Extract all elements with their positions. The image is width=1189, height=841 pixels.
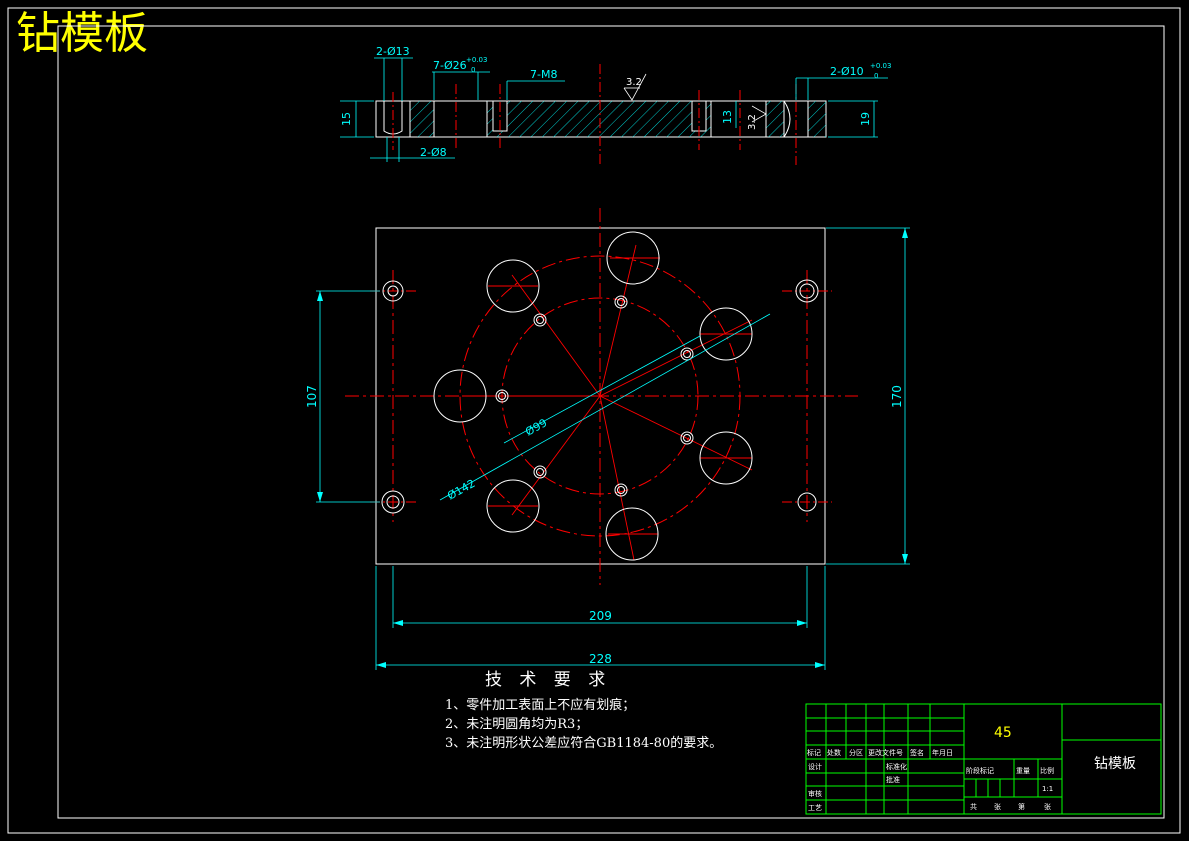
small-hole (680, 347, 694, 361)
dim-19: 19 (859, 112, 872, 126)
tech-heading: 技 术 要 求 (485, 670, 612, 690)
tb-material: 45 (994, 725, 1012, 741)
tech-line-2: 2、未注明圆角均为R3； (445, 717, 589, 732)
large-hole (433, 369, 487, 423)
tb-part-name: 钻模板 (1094, 756, 1136, 772)
tb-label-mark: 标记 (807, 748, 821, 757)
pitch-circle-142 (459, 255, 741, 537)
large-hole (699, 307, 753, 361)
large-hole (699, 431, 753, 485)
dim-13: 13 (721, 110, 734, 124)
roughness-2: 3.2 (747, 114, 758, 130)
corner-hole (381, 490, 405, 514)
small-hole (614, 295, 628, 309)
small-hole (614, 483, 628, 497)
dim-2-10: 2-Ø10 (830, 65, 864, 78)
small-hole (680, 431, 694, 445)
large-hole (606, 231, 660, 285)
section-view (340, 57, 888, 165)
inner-frame (57, 25, 1165, 819)
tb-approve: 批准 (886, 775, 900, 784)
tb-sheet-total: 共 (970, 802, 977, 811)
tech-line-3: 3、未注明形状公差应符合GB1184-80的要求。 (445, 736, 723, 751)
large-hole (486, 479, 540, 533)
tb-weight: 重量 (1016, 767, 1030, 775)
technical-requirements: 技 术 要 求 1、零件加工表面上不应有划痕； 2、未注明圆角均为R3； 3、未… (445, 665, 722, 753)
tb-label-sign: 签名 (910, 748, 924, 757)
dim-209: 209 (589, 609, 612, 623)
tb-stage: 阶段标记 (966, 766, 994, 775)
tb-scale: 比例 (1040, 766, 1054, 775)
dim-15: 15 (340, 112, 353, 126)
tb-design: 设计 (808, 762, 822, 771)
roughness-1: 3.2 (626, 77, 642, 88)
dim-phi142: Ø142 (445, 477, 477, 503)
small-hole (533, 313, 547, 327)
tb-label-doc: 更改文件号 (868, 748, 903, 757)
small-hole (495, 389, 509, 403)
tb-sheet-word2: 张 (1044, 802, 1051, 811)
dim-7-26: 7-Ø26 (433, 59, 467, 72)
dim-170: 170 (890, 385, 904, 408)
dim-2-10-tol-low: 0 (874, 72, 878, 80)
corner-hole (382, 280, 404, 302)
tb-process: 工艺 (808, 804, 822, 812)
dim-phi99: Ø99 (523, 416, 549, 438)
dim-2-10-tol: +0.03 (870, 62, 891, 70)
dim-228: 228 (589, 652, 612, 666)
tb-standard: 标准化 (886, 762, 907, 771)
tb-scale-value: 1:1 (1042, 785, 1053, 793)
plan-view (316, 208, 910, 670)
dim-7-26-tol: +0.03 (466, 56, 487, 64)
large-hole (486, 259, 540, 313)
corner-hole (797, 492, 817, 512)
dim-7-m8: 7-M8 (530, 68, 557, 81)
tb-review: 审核 (808, 789, 822, 798)
outer-frame (7, 7, 1181, 834)
dim-2-8: 2-Ø8 (420, 146, 447, 159)
dim-7-26-tol-low: 0 (471, 66, 475, 74)
tb-label-date: 年月日 (932, 748, 953, 757)
small-hole (533, 465, 547, 479)
large-hole (605, 507, 659, 561)
drawing-title: 钻模板 (16, 8, 148, 59)
dim-107: 107 (305, 385, 319, 408)
corner-hole (795, 279, 819, 303)
tb-label-count: 处数 (827, 748, 841, 757)
tb-label-zone: 分区 (849, 748, 863, 757)
tb-sheet-no: 第 (1018, 802, 1025, 811)
title-block (805, 703, 1162, 815)
tb-sheet-word1: 张 (994, 802, 1001, 811)
tech-line-1: 1、零件加工表面上不应有划痕； (445, 698, 636, 713)
dim-2-13: 2-Ø13 (376, 45, 410, 58)
